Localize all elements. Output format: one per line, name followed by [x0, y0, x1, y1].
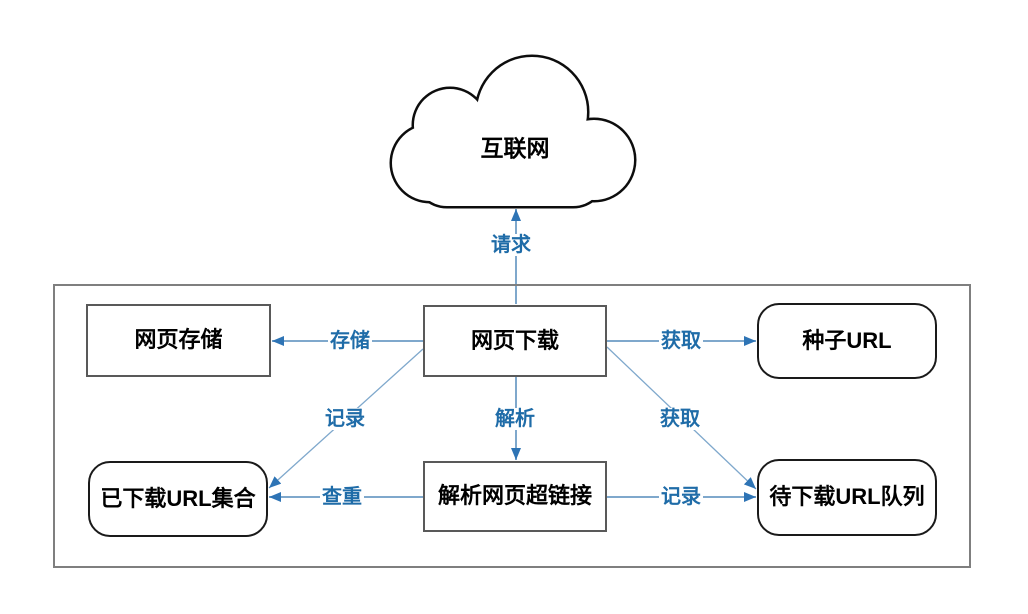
edge-label-dedup: 查重 — [320, 486, 364, 508]
node-parse-hyperlinks-label: 解析网页超链接 — [437, 483, 592, 509]
node-pending-url-queue-label: 待下载URL队列 — [769, 484, 925, 510]
node-web-download-label: 网页下载 — [470, 327, 559, 353]
node-parse-hyperlinks: 解析网页超链接 — [423, 461, 607, 532]
node-downloaded-url-set-label: 已下载URL集合 — [100, 485, 256, 511]
edge-label-record-set: 记录 — [323, 408, 367, 430]
edge-label-record-queue: 记录 — [659, 486, 703, 508]
edge-label-fetch-queue: 获取 — [658, 408, 702, 430]
node-web-storage-label: 网页存储 — [134, 327, 223, 353]
node-seed-url: 种子URL — [757, 303, 937, 379]
edge-label-parse: 解析 — [493, 408, 537, 430]
crawler-frame — [53, 284, 971, 568]
node-downloaded-url-set: 已下载URL集合 — [88, 461, 268, 537]
node-web-storage: 网页存储 — [86, 304, 271, 377]
internet-cloud-label: 互联网 — [480, 135, 550, 161]
node-seed-url-label: 种子URL — [802, 327, 892, 353]
edge-label-fetch-seed: 获取 — [659, 330, 703, 352]
edge-label-store: 存储 — [328, 330, 372, 352]
node-pending-url-queue: 待下载URL队列 — [757, 459, 937, 536]
edge-label-request: 请求 — [489, 234, 533, 256]
node-web-download: 网页下载 — [423, 305, 607, 377]
